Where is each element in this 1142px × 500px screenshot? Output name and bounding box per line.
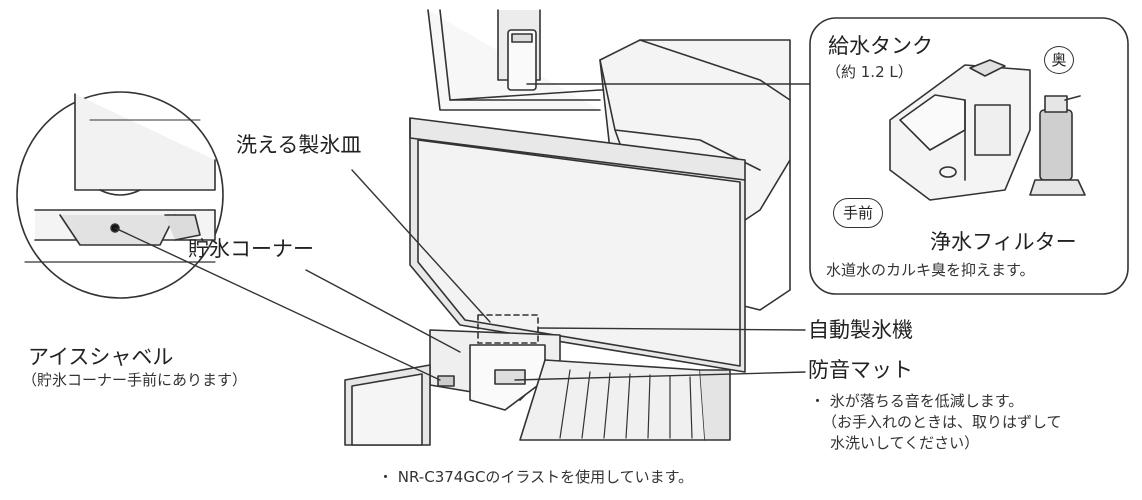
- fridge-upper-compartment: [427, 9, 701, 111]
- label-water-filter-note: 水道水のカルキ臭を抑えます。: [826, 261, 1035, 279]
- badge-back: 奥: [1044, 46, 1074, 74]
- bottom-drawer: [344, 364, 431, 446]
- tank-callout-box: [809, 17, 1129, 295]
- label-mat-note-2: （お手入れのときは、取りはずして: [822, 413, 1062, 431]
- leader-lines: [114, 83, 811, 381]
- label-water-tank-capacity: （約 1.2 L）: [826, 63, 913, 81]
- badge-front: 手前: [833, 198, 883, 228]
- label-washable-tray: 洗える製氷皿: [236, 133, 362, 157]
- ice-storage-drawer: [429, 314, 731, 441]
- label-soundproof-mat: 防音マット: [808, 358, 913, 382]
- footer-note: ・ NR-C374GCのイラストを使用しています。: [378, 468, 694, 486]
- label-water-tank: 給水タンク: [828, 34, 933, 58]
- label-storage-corner: 貯氷コーナー: [188, 237, 314, 261]
- label-auto-ice-maker: 自動製氷機: [808, 318, 913, 342]
- label-ice-shovel: アイスシャベル: [28, 345, 174, 369]
- label-mat-note-1: ・ 氷が落ちる音を低減します。: [810, 392, 1024, 410]
- magnifier-circle: [16, 91, 224, 299]
- label-water-filter: 浄水フィルター: [930, 230, 1077, 254]
- label-ice-shovel-note: （貯氷コーナー手前にあります）: [22, 371, 248, 389]
- label-mat-note-3: 水洗いしてください）: [830, 434, 980, 452]
